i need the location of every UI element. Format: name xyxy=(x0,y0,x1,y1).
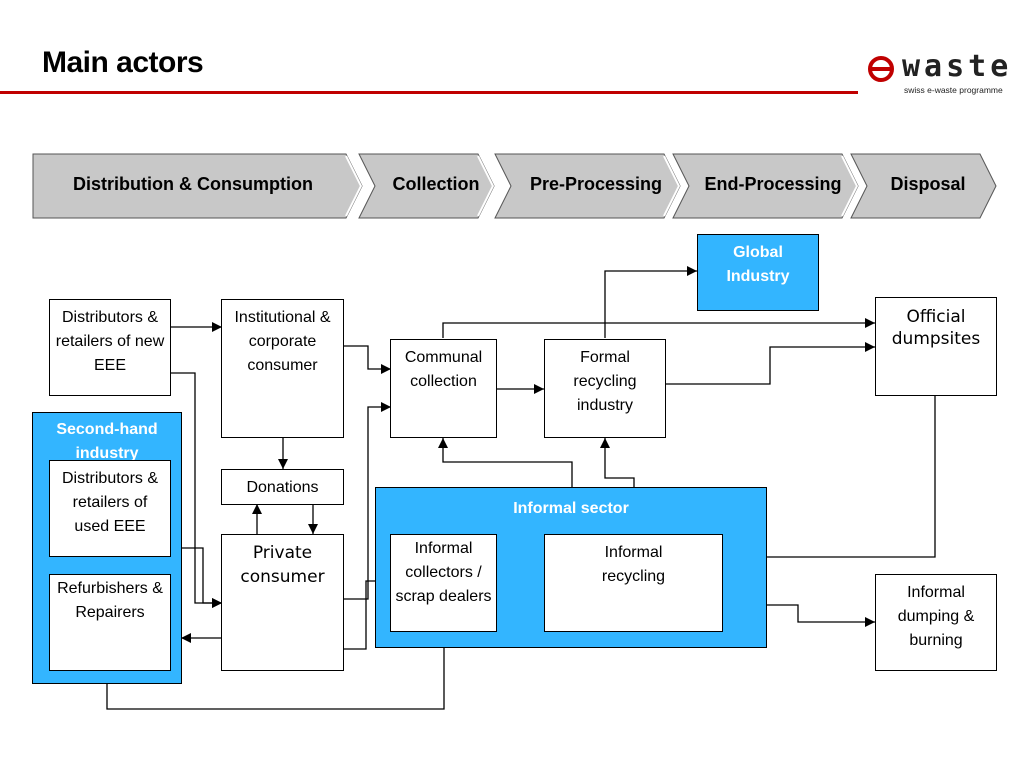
stage-label: Pre-Processing xyxy=(529,174,663,194)
group-label: Second-hand industry xyxy=(56,421,158,462)
formal-recycling-box: Formal recycling industry xyxy=(544,339,666,438)
donations-box: Donations xyxy=(221,469,344,505)
refurbishers-box: Refurbishers & Repairers xyxy=(49,574,171,671)
official-dumpsites-box: Official dumpsites xyxy=(875,297,997,396)
node-label: Donations xyxy=(246,479,319,496)
group-label: Informal sector xyxy=(513,500,629,517)
stage-label: Distribution & Consumption xyxy=(73,174,313,194)
stage-chevron-preprocessing xyxy=(494,153,681,219)
logo-tagline: swiss e-waste programme xyxy=(904,85,1003,95)
e-logo-icon xyxy=(868,56,894,82)
communal-collection-box: Communal collection xyxy=(390,339,497,438)
node-label: Informal recycling xyxy=(601,544,666,585)
private-consumer-box: Private consumer xyxy=(221,534,344,671)
stage-label: Disposal xyxy=(890,174,966,194)
distributors-new-box: Distributors & retailers of new EEE xyxy=(49,299,171,396)
node-label: Informal collectors / scrap dealers xyxy=(395,540,492,605)
stage-label: End-Processing xyxy=(704,174,842,194)
logo-word: waste xyxy=(902,49,1013,84)
node-label: Global Industry xyxy=(726,244,790,285)
page-title: Main actors xyxy=(42,46,204,79)
node-label: Refurbishers & Repairers xyxy=(57,580,163,621)
institutional-box: Institutional & corporate consumer xyxy=(221,299,344,438)
stage-label: Collection xyxy=(392,174,480,194)
title-rule xyxy=(0,91,858,94)
node-label: Communal collection xyxy=(404,349,483,390)
node-label: Institutional & corporate consumer xyxy=(234,309,331,374)
informal-recycling-box: Informal recycling xyxy=(544,534,723,632)
node-label: Distributors & retailers of used EEE xyxy=(61,470,159,535)
stage-chevron-collection xyxy=(358,153,495,219)
informal-dumping-box: Informal dumping & burning xyxy=(875,574,997,671)
node-label: Private consumer xyxy=(240,543,325,587)
distributors-used-box: Distributors & retailers of used EEE xyxy=(49,460,171,557)
node-label: Distributors & retailers of new EEE xyxy=(55,309,165,374)
node-label: Informal dumping & burning xyxy=(897,584,975,649)
stage-chevron-disposal xyxy=(850,153,997,219)
stage-chevron-endprocessing xyxy=(672,153,859,219)
global-industry-box: Global Industry xyxy=(697,234,819,311)
informal-collectors-box: Informal collectors / scrap dealers xyxy=(390,534,497,632)
ewaste-logo: waste swiss e-waste programme xyxy=(868,49,1020,96)
node-label: Formal recycling industry xyxy=(573,349,637,414)
node-label: Official dumpsites xyxy=(891,307,981,349)
